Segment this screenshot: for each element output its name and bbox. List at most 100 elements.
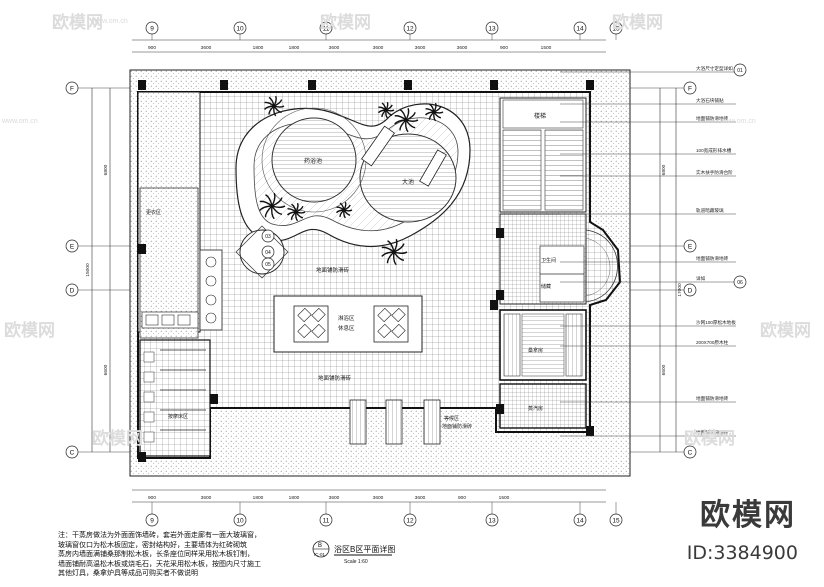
dim-text-top: 3600: [373, 45, 384, 51]
label-west-area: 更衣区: [146, 209, 161, 216]
dim-text-bottom: 1500: [499, 495, 510, 501]
chair: [391, 323, 406, 339]
callout-text: 实木扶手防滑台阶: [696, 169, 733, 176]
grid-label-left: C: [70, 449, 75, 456]
column: [496, 228, 504, 238]
palm-frond: [265, 194, 273, 207]
palm-plant: [394, 107, 419, 133]
grid-label-bottom: 9: [150, 518, 154, 525]
table-with-chairs: [373, 305, 409, 343]
grid-bubble-bottom: [573, 513, 587, 527]
column: [490, 80, 498, 90]
grid-bubble-left: [65, 445, 79, 459]
massage-bed: [423, 399, 441, 445]
title-tag-sheet: IC-01: [314, 552, 326, 557]
stair-right: [544, 129, 584, 211]
grid-bubble-top: [233, 21, 247, 35]
palm-plant: [424, 102, 444, 122]
table-top: [293, 305, 329, 343]
grid-bubble-right: [683, 445, 697, 459]
dim-text-top: 3600: [329, 45, 340, 51]
detail-tag-label: 04: [265, 250, 271, 256]
shower-stall-set: [143, 349, 206, 443]
stool-column: [199, 249, 223, 331]
grid-label-bottom: 12: [406, 518, 414, 525]
grid-label-bottom: 15: [612, 518, 620, 525]
table-top: [373, 305, 409, 343]
shower-head: [143, 371, 155, 383]
grid-label-left: E: [70, 243, 75, 250]
label-pool-main: 大池: [402, 178, 414, 186]
cabinet-2: [161, 314, 175, 326]
dim-text-bottom: 3600: [201, 495, 212, 501]
label-massage: 按摩床区: [168, 413, 188, 420]
palm-frond: [273, 99, 283, 107]
column: [404, 80, 412, 90]
column: [308, 80, 316, 90]
palm-frond: [393, 238, 398, 253]
detail-tag-circle: [261, 229, 275, 243]
label-steam: 蒸汽房: [528, 405, 543, 412]
column: [210, 394, 218, 404]
chair: [297, 323, 312, 339]
palm-frond: [405, 107, 410, 121]
steam-room: [499, 383, 587, 429]
callout-text: 沙网100厚松木地板: [696, 319, 736, 326]
pool-lounger: [361, 125, 395, 167]
title-block: B IC-01 浴区B区平面详图 Scale 1:60: [312, 540, 395, 565]
dim-text-left: 6800: [103, 164, 109, 175]
watermark-logo: 欧模网: [320, 13, 371, 33]
grid-label-top: 15: [612, 26, 620, 33]
label-toilet: 卫生间: [541, 257, 556, 264]
column: [586, 426, 594, 436]
dim-text-right: 6800: [661, 164, 667, 175]
column: [496, 290, 504, 300]
grid-label-right: E: [688, 243, 693, 250]
palm-frond: [264, 205, 273, 218]
west-pool: [271, 117, 357, 203]
grid-bubble-right: [683, 283, 697, 297]
note-line: 其他灯具，桑拿炉具等成品可购买者不做说明: [58, 570, 198, 578]
grid-label-right: D: [688, 287, 693, 294]
grid-label-right: C: [688, 449, 693, 456]
grid-bubble-right: [683, 239, 697, 253]
grid-label-top: 11: [323, 26, 330, 33]
stool: [205, 294, 217, 306]
label-rest: 休息区: [338, 324, 355, 332]
grid-bubble-top: [573, 21, 587, 35]
bay-window-inner: [585, 237, 611, 297]
chair: [377, 307, 392, 323]
construction-notes: 注：干蒸房做法为外面面饰墙砖，套岩外面走廊有一面大玻璃窗， 玻璃窗仅口为松木板固…: [58, 531, 388, 579]
palm-frond: [386, 251, 395, 264]
palm-plant: [264, 95, 285, 117]
palm-frond: [259, 200, 273, 207]
callout-text: 大浴尺寸定型详如: [696, 65, 733, 72]
grid-bubble-left: [65, 81, 79, 95]
callout-text: 轨道暗藏玻璃: [696, 207, 724, 214]
column: [138, 80, 146, 90]
palm-frond: [399, 108, 407, 121]
callout-text: 100宽成形排水槽: [696, 147, 732, 154]
callout-text: 地面铺防滑地砖: [696, 429, 729, 436]
watermark-logo: 欧模网: [760, 321, 811, 341]
dim-text-left: 6600: [103, 364, 109, 375]
massage-bed: [385, 399, 403, 445]
palm-frond: [268, 96, 275, 107]
dim-text-bottom: 3600: [373, 495, 384, 501]
palm-frond: [405, 112, 416, 121]
grid-bubble-left: [65, 283, 79, 297]
column: [138, 244, 146, 254]
detail-tag-label: 01: [737, 68, 743, 74]
shower-head: [143, 391, 155, 403]
grid-label-bottom: 10: [236, 518, 244, 525]
palm-frond: [259, 205, 273, 211]
stool: [205, 312, 217, 324]
dim-text-bottom: 1800: [253, 495, 264, 501]
palm-frond: [268, 105, 275, 115]
note-line: 墙面铺耐高温松木板或烧毛石，天花采用松木板，按图内尺寸施工: [58, 560, 261, 568]
palm-frond: [271, 192, 276, 207]
label-stairs: 楼梯: [534, 112, 546, 120]
